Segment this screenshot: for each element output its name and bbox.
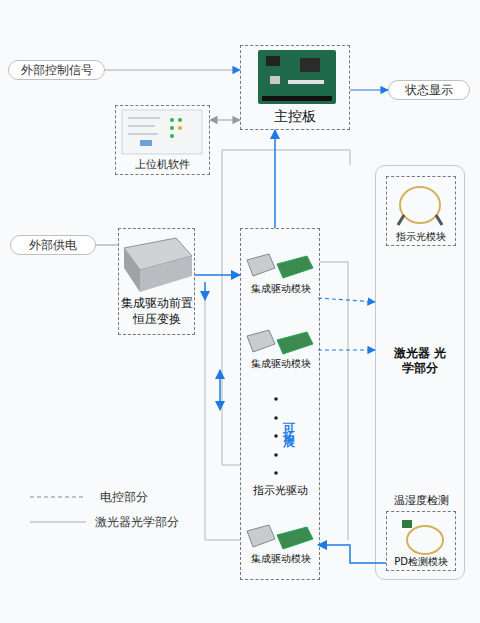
node-label: 上位机软件 bbox=[116, 158, 209, 172]
legend-text: 激光器光学部分 bbox=[95, 514, 179, 531]
power-arrows bbox=[205, 282, 220, 410]
node-label: 集成驱动模块 bbox=[240, 553, 322, 566]
connector bbox=[318, 349, 375, 350]
connector bbox=[210, 119, 240, 120]
wire bbox=[320, 262, 348, 540]
power-arrow bbox=[204, 282, 206, 300]
optics-region: 激光器 光学部分指示光模块温湿度检测PD检测模块 bbox=[375, 165, 465, 580]
connector bbox=[350, 89, 388, 90]
node-label: 主控板 bbox=[241, 108, 349, 126]
node-label: 集成驱动模块 bbox=[240, 283, 322, 296]
connector bbox=[105, 69, 240, 70]
node-label: 外部供电 bbox=[11, 238, 95, 253]
connector bbox=[274, 130, 276, 228]
module-column: 可拓展指示光驱动集成驱动模块集成驱动模块集成驱动模块 bbox=[240, 228, 320, 580]
wire bbox=[205, 300, 240, 540]
power-converter-image bbox=[124, 238, 192, 292]
driver-module: 集成驱动模块 bbox=[244, 326, 318, 374]
wire bbox=[222, 150, 240, 465]
node-label: 指示光模块 bbox=[383, 231, 459, 244]
driver-module-images bbox=[247, 254, 313, 549]
node-label: 可拓展 bbox=[281, 413, 296, 434]
power-arrow bbox=[219, 370, 221, 410]
node-label: 集成驱动模块 bbox=[240, 358, 322, 371]
input-pill: 外部供电 bbox=[10, 235, 96, 255]
converter-box: 集成驱动前置 恒压变换 bbox=[118, 228, 195, 335]
connector bbox=[96, 244, 118, 245]
connector bbox=[318, 298, 375, 302]
background-wires bbox=[205, 150, 350, 540]
main-board-box: 主控板 bbox=[240, 45, 350, 130]
node-label: 指示光驱动 bbox=[241, 484, 319, 498]
indicator-fiber-image bbox=[398, 187, 442, 225]
wire bbox=[222, 150, 350, 165]
input-pill: 外部控制信号 bbox=[8, 60, 105, 80]
node-label: 温湿度检测 bbox=[377, 494, 465, 508]
driver-module: 集成驱动模块 bbox=[244, 521, 318, 569]
legend-text: 电控部分 bbox=[100, 489, 148, 506]
pd-module-image bbox=[402, 520, 443, 554]
node-label: 状态显示 bbox=[389, 83, 469, 98]
software-screenshot bbox=[122, 110, 202, 154]
main-board-image bbox=[258, 50, 336, 104]
connector bbox=[195, 274, 240, 276]
node-label: PD检测模块 bbox=[383, 556, 459, 569]
node-label: 激光器 光学部分 bbox=[390, 346, 450, 376]
node-label: 外部控制信号 bbox=[9, 63, 104, 78]
expand-dots bbox=[274, 397, 278, 475]
output-pill: 状态显示 bbox=[388, 80, 470, 100]
node-label: 集成驱动前置 恒压变换 bbox=[119, 295, 194, 327]
software-box: 上位机软件 bbox=[115, 105, 210, 175]
driver-module: 集成驱动模块 bbox=[244, 251, 318, 299]
legend-line-sample bbox=[30, 522, 86, 523]
pd-module-box: 温湿度检测PD检测模块 bbox=[386, 511, 456, 571]
legend-line-sample bbox=[30, 497, 86, 498]
indicator-module-box: 指示光模块 bbox=[386, 176, 456, 246]
